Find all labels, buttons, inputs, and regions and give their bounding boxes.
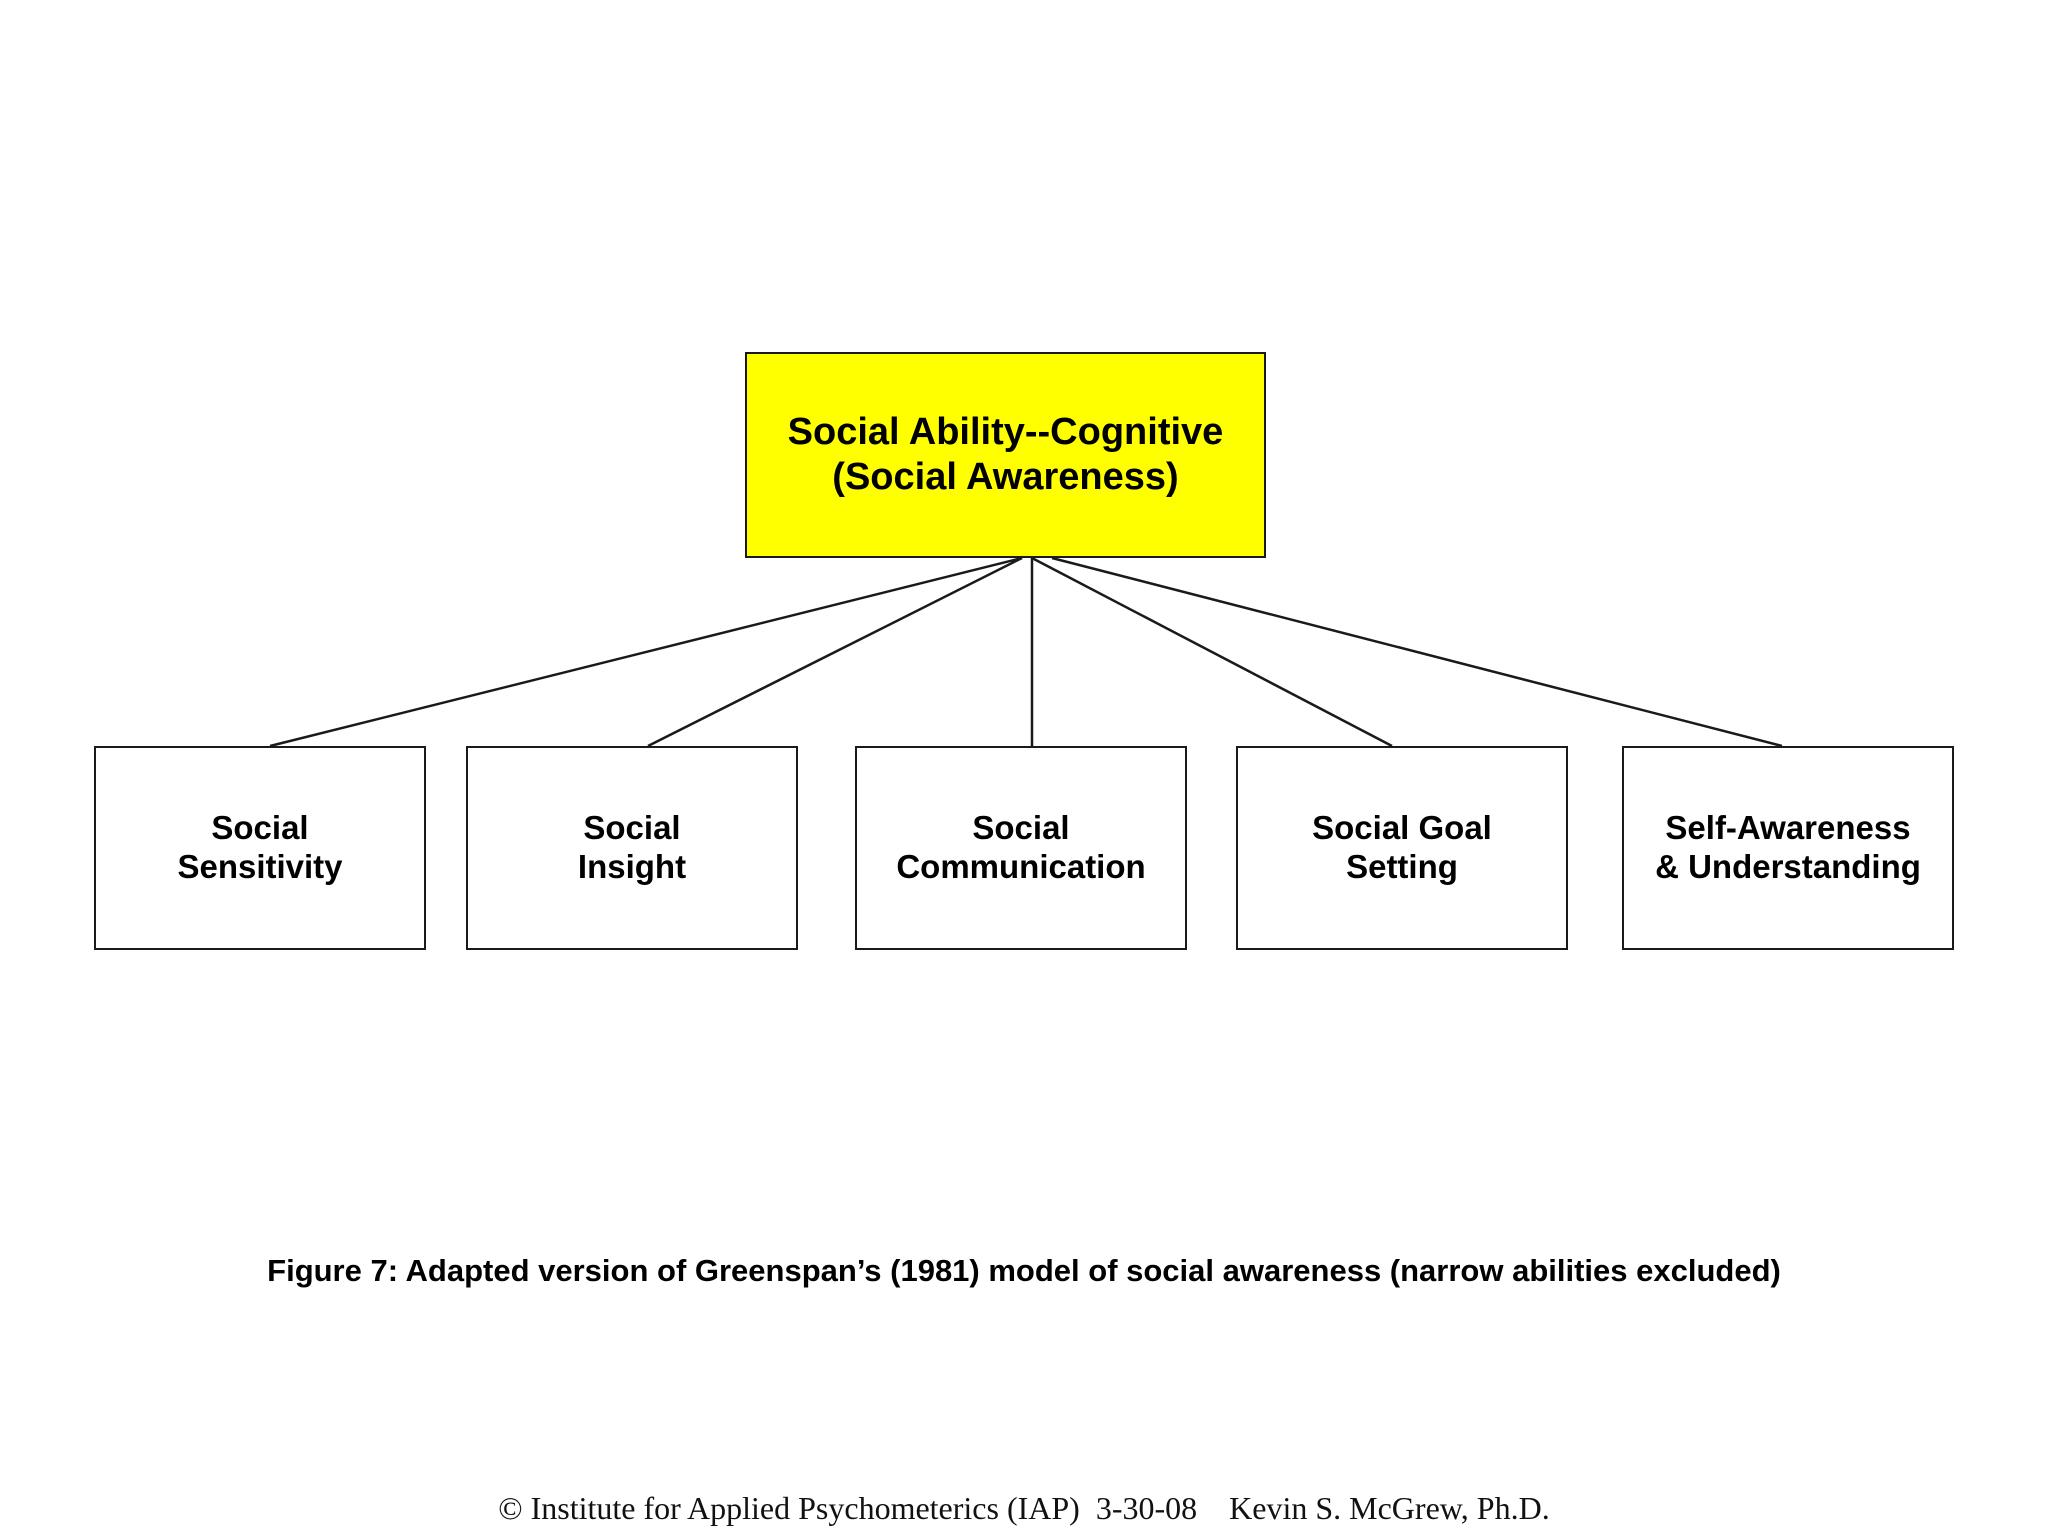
child-node-label: Social Goal Setting [1312, 809, 1492, 885]
root-node-social-ability-cognitive: Social Ability--Cognitive (Social Awaren… [745, 352, 1266, 558]
child-node-label: Self-Awareness & Understanding [1655, 809, 1921, 885]
root-node-label: Social Ability--Cognitive (Social Awaren… [787, 411, 1224, 498]
connector-line-social-sensitivity [269, 556, 1023, 748]
child-node-label: Social Insight [577, 809, 687, 885]
child-node-social-sensitivity: Social Sensitivity [94, 746, 426, 950]
child-node-social-goal-setting: Social Goal Setting [1236, 746, 1568, 950]
connector-line-social-goal-setting [1031, 556, 1393, 748]
child-node-label: Social Sensitivity [177, 809, 343, 885]
child-node-self-awareness-understanding: Self-Awareness & Understanding [1622, 746, 1954, 950]
connector-line-social-insight [647, 556, 1023, 748]
child-node-social-communication: Social Communication [855, 746, 1187, 950]
copyright-footer: © Institute for Applied Psychometerics (… [498, 1490, 1550, 1526]
connector-line-self-awareness [1051, 556, 1783, 748]
child-node-label: Social Communication [896, 809, 1146, 885]
figure-caption: Figure 7: Adapted version of Greenspan’s… [267, 1253, 1781, 1288]
child-node-social-insight: Social Insight [466, 746, 798, 950]
